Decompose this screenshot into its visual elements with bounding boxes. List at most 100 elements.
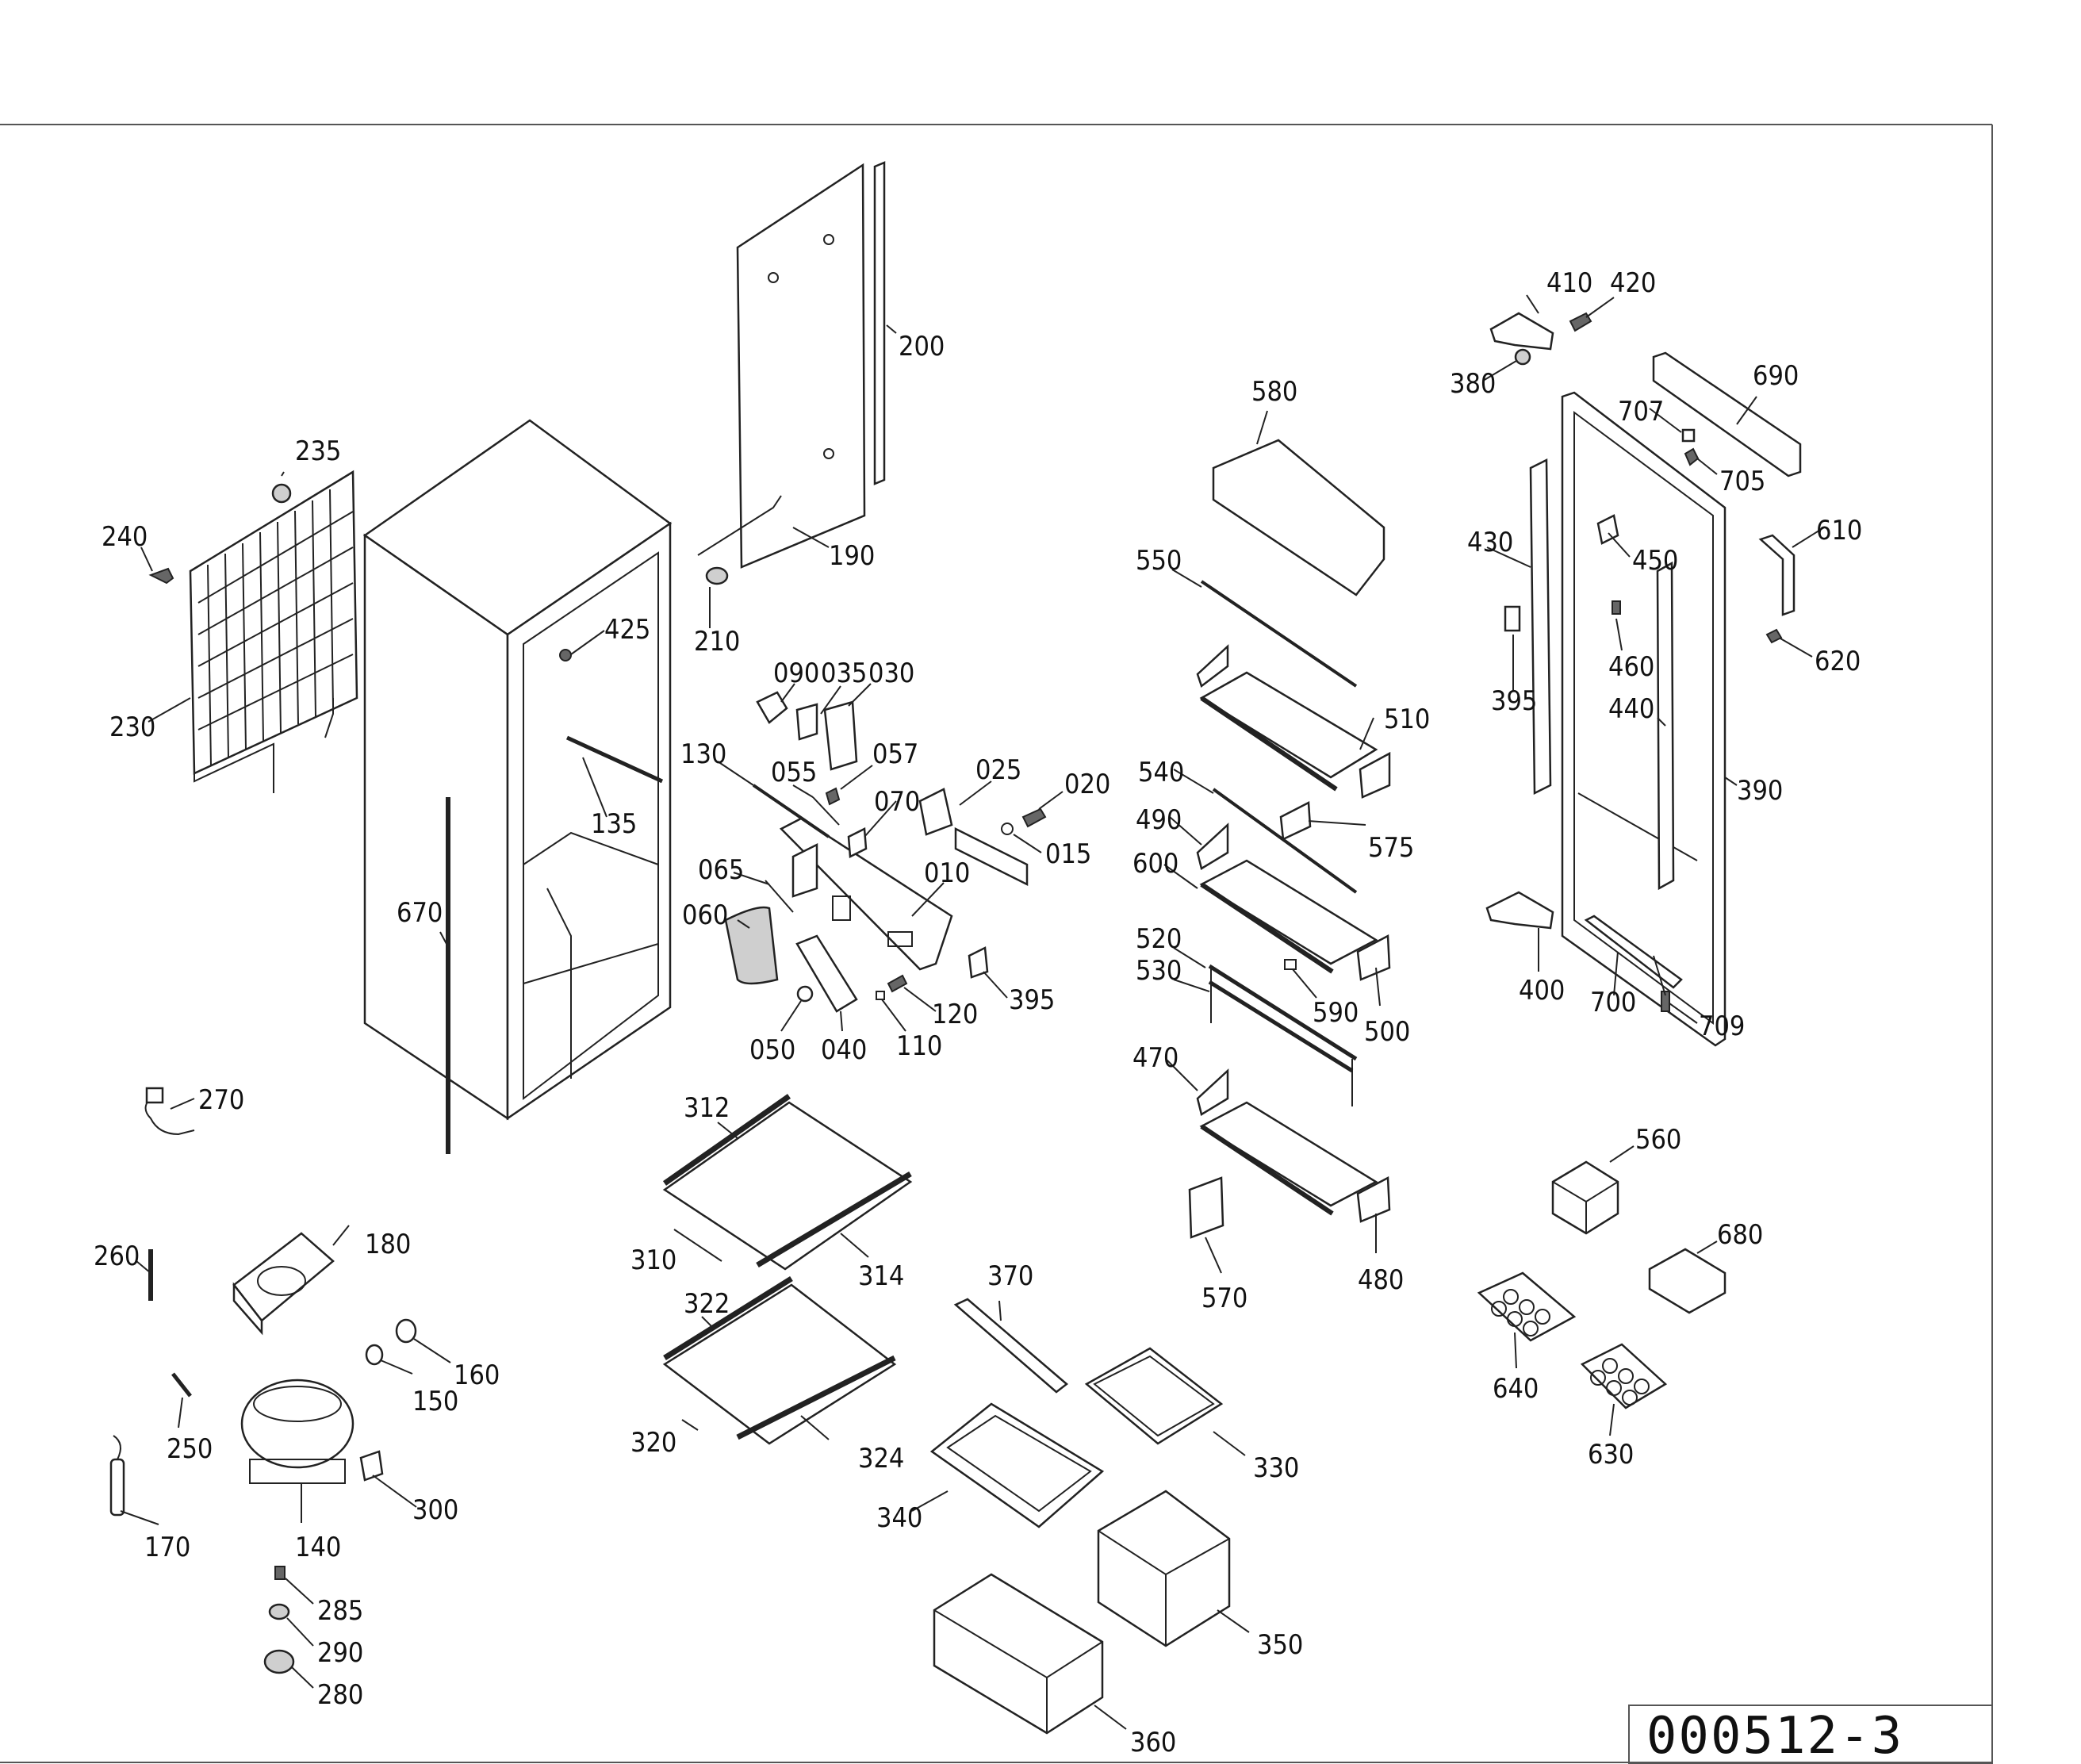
callout-314: 314 <box>858 1260 904 1292</box>
callout-320: 320 <box>630 1427 676 1459</box>
callout-135: 135 <box>591 808 637 840</box>
clip-395-right <box>1504 605 1521 632</box>
bracket-500 <box>1356 934 1391 981</box>
callout-490: 490 <box>1136 804 1182 836</box>
callout-040: 040 <box>821 1034 867 1066</box>
callout-460: 460 <box>1608 651 1654 683</box>
callout-420: 420 <box>1610 267 1656 299</box>
callout-065: 065 <box>698 854 744 886</box>
rail-520 <box>1208 964 1358 1061</box>
callout-235: 235 <box>295 435 341 467</box>
callout-025: 025 <box>975 754 1021 786</box>
callout-530: 530 <box>1136 955 1182 987</box>
box-680 <box>1648 1248 1727 1314</box>
callout-640: 640 <box>1493 1373 1539 1405</box>
bracket-480 <box>1356 1175 1391 1223</box>
hinge-410 <box>1489 312 1554 351</box>
foot-280 <box>263 1649 295 1674</box>
callout-210: 210 <box>694 626 740 658</box>
knob-015 <box>1001 823 1014 835</box>
rail-530 <box>1208 968 1354 1106</box>
callout-670: 670 <box>397 897 443 929</box>
thermostat-rod <box>565 735 664 784</box>
callout-560: 560 <box>1635 1124 1681 1156</box>
control-housing <box>779 817 953 971</box>
drawing-code: 000512-3 <box>1646 1707 1903 1764</box>
clamp-160 <box>395 1318 417 1344</box>
callout-440: 440 <box>1608 693 1654 725</box>
shelf-470 <box>1199 1101 1378 1216</box>
screw-705 <box>1684 447 1700 466</box>
callout-705: 705 <box>1719 466 1765 497</box>
hinge-400 <box>1485 891 1554 930</box>
condenser <box>189 470 358 793</box>
callout-550: 550 <box>1136 545 1182 577</box>
back-panel-side-strip <box>873 161 886 485</box>
callout-230: 230 <box>109 711 155 743</box>
crisper-rail-370 <box>953 1298 1068 1394</box>
clip-575 <box>1279 801 1312 841</box>
callout-170: 170 <box>144 1532 190 1563</box>
callout-200: 200 <box>899 331 945 362</box>
callout-120: 120 <box>932 999 978 1030</box>
gasket-610 <box>1758 534 1795 616</box>
callout-260: 260 <box>94 1241 140 1272</box>
spring-057 <box>825 787 841 806</box>
door-shelf-rail-430 <box>1529 458 1552 796</box>
clip-395-left <box>968 946 989 979</box>
power-cord <box>144 1087 195 1136</box>
callout-140: 140 <box>295 1532 341 1563</box>
bushing-380 <box>1514 348 1531 366</box>
callout-520: 520 <box>1136 923 1182 955</box>
callout-300: 300 <box>412 1494 458 1526</box>
callout-070: 070 <box>874 786 920 818</box>
callout-030: 030 <box>868 658 914 689</box>
callout-590: 590 <box>1313 997 1359 1029</box>
callout-680: 680 <box>1717 1219 1763 1251</box>
callout-600: 600 <box>1132 848 1178 880</box>
shelf-rail-322 <box>663 1276 793 1360</box>
rod-550 <box>1200 580 1358 688</box>
callout-510: 510 <box>1384 704 1430 735</box>
callout-130: 130 <box>680 738 726 770</box>
door-frame-390 <box>1561 391 1727 1047</box>
callout-057: 057 <box>872 738 918 770</box>
clip-150 <box>365 1344 384 1366</box>
callout-020: 020 <box>1064 769 1110 800</box>
cover-040 <box>795 934 858 1013</box>
bracket-470 <box>1196 1068 1229 1116</box>
connector-055 <box>812 796 840 826</box>
callout-400: 400 <box>1519 975 1565 1007</box>
back-panel <box>697 163 866 569</box>
callout-240: 240 <box>102 521 148 553</box>
callout-575: 575 <box>1368 832 1414 864</box>
cabinet-screw <box>559 649 572 662</box>
compressor-cover-180 <box>232 1232 335 1336</box>
callout-360: 360 <box>1130 1727 1176 1758</box>
callout-290: 290 <box>317 1637 363 1669</box>
callout-270: 270 <box>198 1084 244 1116</box>
callout-322: 322 <box>684 1288 730 1320</box>
rod-065 <box>765 880 794 913</box>
callout-620: 620 <box>1815 646 1861 677</box>
hinge-pin-420 <box>1569 312 1592 332</box>
cabinet <box>362 419 673 1121</box>
callout-035: 035 <box>821 658 867 689</box>
bracket-300 <box>359 1450 384 1482</box>
callout-312: 312 <box>684 1092 730 1124</box>
callout-410: 410 <box>1546 267 1592 299</box>
shelf-rail-312 <box>662 1094 791 1186</box>
egg-tray-630 <box>1580 1343 1668 1409</box>
callout-190: 190 <box>829 540 875 572</box>
callout-015: 015 <box>1045 838 1091 870</box>
condenser-bolt <box>271 483 292 504</box>
callout-707: 707 <box>1618 396 1664 428</box>
callout-395-right: 395 <box>1491 685 1537 717</box>
callout-060: 060 <box>682 899 728 931</box>
shelf-320 <box>662 1283 897 1445</box>
shelf-600 <box>1199 859 1378 974</box>
callout-425: 425 <box>604 614 650 646</box>
drain-valve <box>705 566 729 585</box>
callout-055: 055 <box>771 757 817 788</box>
nut-110 <box>876 991 885 1000</box>
